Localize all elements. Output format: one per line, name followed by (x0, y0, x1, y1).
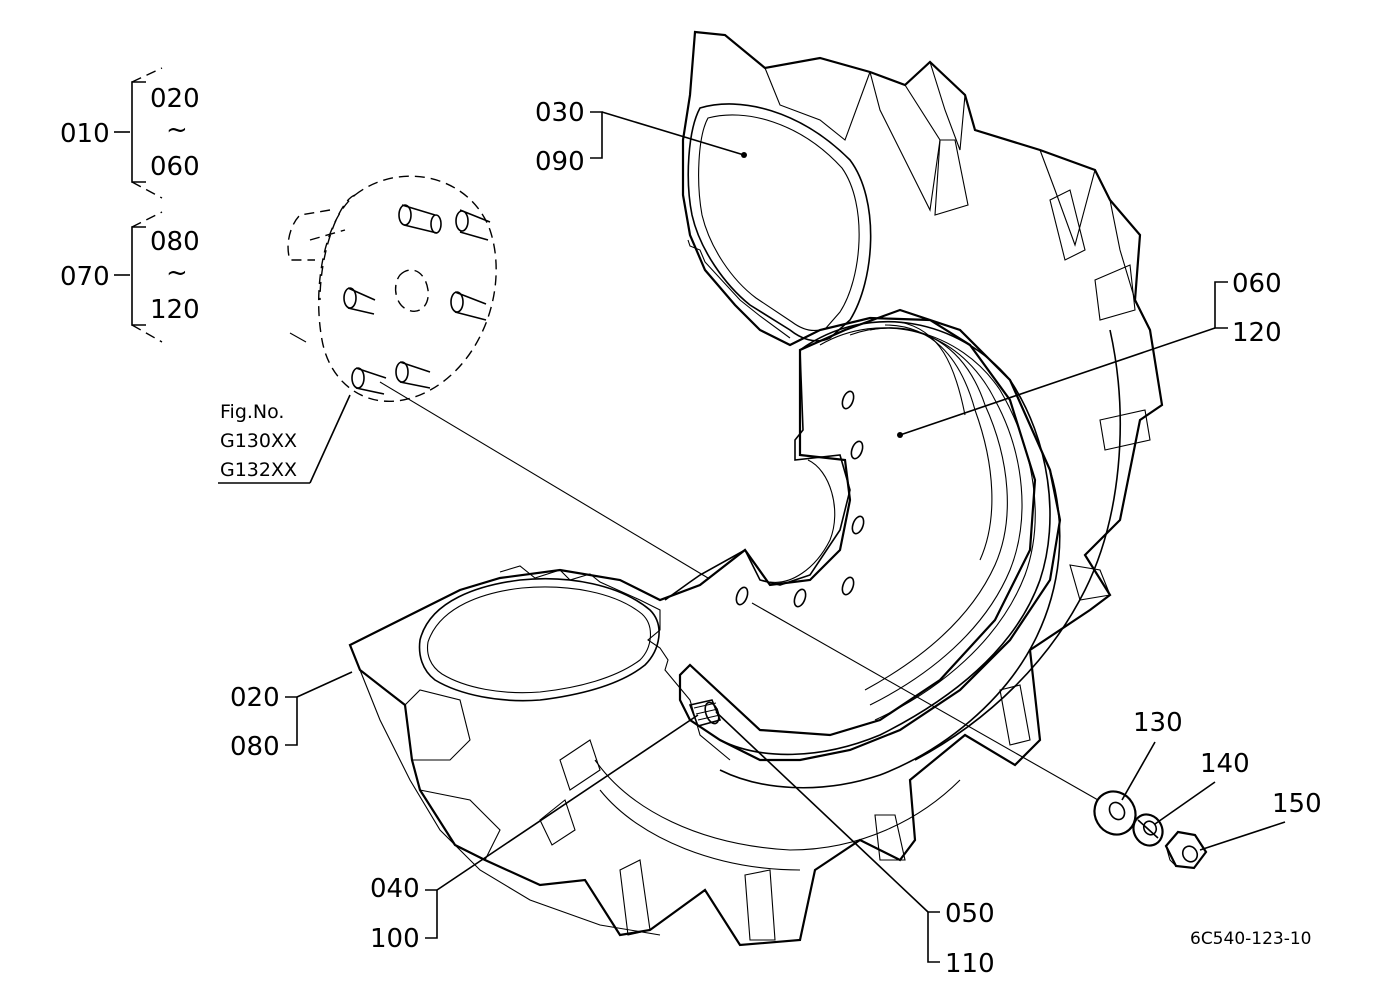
tread-lugs (359, 61, 1151, 941)
callout-110: 110 (945, 949, 995, 979)
fastener-set (1093, 790, 1208, 870)
callout-020: 020 (230, 683, 280, 713)
callout-080: 080 (230, 732, 280, 762)
hub-studs (343, 204, 491, 395)
flat-washer (1093, 790, 1137, 836)
fig-no-g132xx: G132XX (220, 459, 297, 481)
spring-washer (1132, 813, 1164, 847)
hub-flange-outline (317, 175, 497, 402)
callout-150: 150 (1199, 789, 1322, 851)
drawing-number: 6C540-123-10 (1190, 929, 1311, 949)
group-070-from: 080 (150, 227, 200, 257)
callout-050: 050 (945, 899, 995, 929)
callout-130-label: 130 (1133, 708, 1183, 738)
callout-020-080: 020 080 (230, 671, 353, 762)
tire-wheel-assembly (348, 30, 1164, 947)
group-010-parent: 010 (60, 119, 110, 149)
callout-120: 120 (1232, 318, 1282, 348)
group-010-tilde: ~ (166, 115, 188, 145)
hex-nut (1164, 830, 1208, 870)
group-070-tilde: ~ (166, 258, 188, 288)
callout-030: 030 (535, 98, 585, 128)
callout-130: 130 (1121, 708, 1183, 801)
callout-040: 040 (370, 874, 420, 904)
fig-no-g130xx: G130XX (220, 430, 297, 452)
callout-060-120: 060 120 (897, 269, 1282, 438)
rim-upper-lip (687, 103, 872, 342)
figure-reference: Fig.No. G130XX G132XX (218, 394, 351, 484)
callout-060: 060 (1232, 269, 1282, 299)
disc-bolt-holes (735, 390, 865, 608)
tire-outer-silhouette (348, 30, 1164, 947)
callout-140: 140 (1154, 749, 1250, 825)
group-070: 070 080 ~ 120 (60, 211, 200, 343)
rim-lower-lip (418, 577, 660, 702)
rim-upper-lip-inner (698, 114, 860, 331)
callout-040-100: 040 100 (370, 714, 699, 954)
group-070-parent: 070 (60, 262, 110, 292)
callout-030-090: 030 090 (535, 98, 747, 177)
assembly-lines (379, 381, 1099, 801)
callout-050-110: 050 110 (715, 711, 995, 979)
fig-no-label: Fig.No. (220, 401, 284, 423)
group-070-to: 120 (150, 295, 200, 325)
callout-100: 100 (370, 924, 420, 954)
wheel-hub-opening (664, 349, 851, 601)
callout-150-label: 150 (1272, 789, 1322, 819)
group-010-from: 020 (150, 84, 200, 114)
wheel-disc (719, 320, 1051, 756)
group-010: 010 020 ~ 060 (60, 67, 200, 199)
callout-140-label: 140 (1200, 749, 1250, 779)
valve-stem (688, 699, 722, 727)
group-010-to: 060 (150, 152, 200, 182)
callout-090: 090 (535, 147, 585, 177)
hub-flange-assembly (287, 175, 497, 402)
